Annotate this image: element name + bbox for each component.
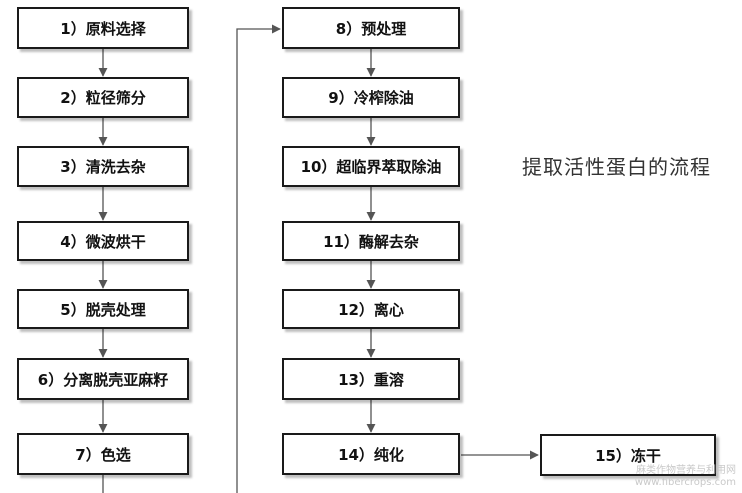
step-7-color-sorting: 7）色选 [17, 433, 189, 475]
watermark-line-2: www.fibercrops.com [634, 477, 736, 488]
diagram-title: 提取活性蛋白的流程 [522, 155, 711, 179]
step-14-purification: 14）纯化 [282, 433, 460, 475]
step-5-dehulling: 5）脱壳处理 [17, 289, 189, 329]
step-3-washing-impurity-removal: 3）清洗去杂 [17, 146, 189, 187]
step-6-separate-dehulled-flaxseed: 6）分离脱壳亚麻籽 [17, 358, 189, 400]
step-11-enzymolysis: 11）酶解去杂 [282, 221, 460, 261]
step-12-centrifugation: 12）离心 [282, 289, 460, 329]
step-2-particle-size-screening: 2）粒径筛分 [17, 77, 189, 118]
step-4-microwave-drying: 4）微波烘干 [17, 221, 189, 261]
step-15-freeze-drying: 15）冻干 [540, 434, 716, 476]
connector-to-step-8 [236, 24, 281, 493]
watermark: 麻类作物营养与利用网 www.fibercrops.com [635, 465, 736, 489]
step-8-pretreatment: 8）预处理 [282, 7, 460, 49]
step-1-raw-material-selection: 1）原料选择 [17, 7, 189, 49]
step-9-cold-press-degreasing: 9）冷榨除油 [282, 77, 460, 118]
step-10-supercritical-extraction: 10）超临界萃取除油 [282, 146, 460, 187]
watermark-line-1: 麻类作物营养与利用网 [636, 465, 736, 476]
step-13-redissolving: 13）重溶 [282, 358, 460, 400]
